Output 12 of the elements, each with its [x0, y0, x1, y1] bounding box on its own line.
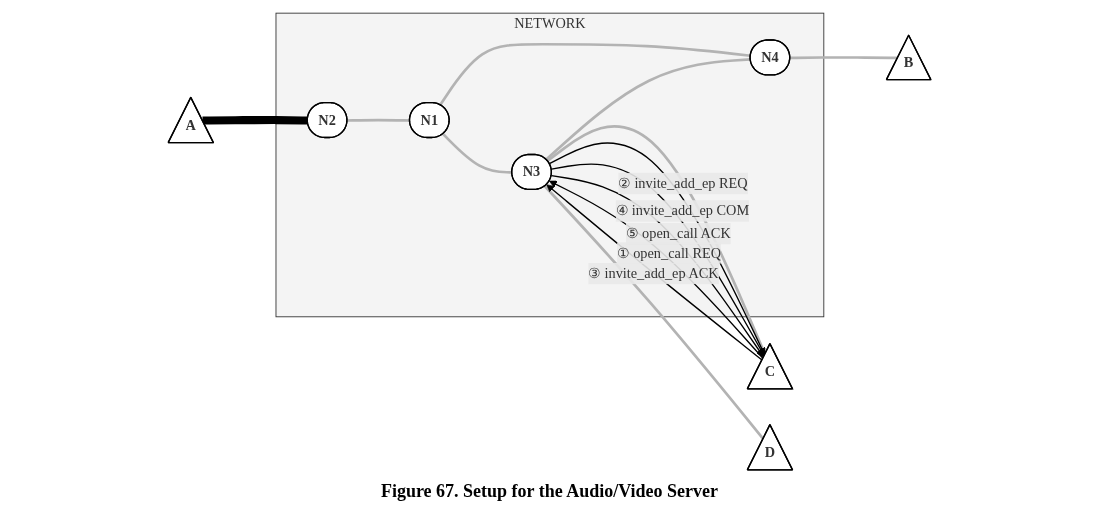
connector — [439, 42, 751, 106]
connector — [790, 56, 898, 60]
connector — [545, 58, 751, 161]
edge-label: ① open_call REQ — [617, 245, 722, 261]
connector — [543, 185, 765, 440]
connector — [202, 116, 308, 125]
edge-label: ④ invite_add_ep COM — [615, 202, 750, 219]
figure-caption: Figure 67. Setup for the Audio/Video Server — [380, 481, 719, 502]
edge-label: ⑤ open_call ACK — [626, 225, 731, 241]
edge-label: ③ invite_add_ep ACK — [588, 265, 719, 281]
edge-label: ② invite_add_ep REQ — [618, 175, 748, 191]
connector — [347, 118, 410, 122]
